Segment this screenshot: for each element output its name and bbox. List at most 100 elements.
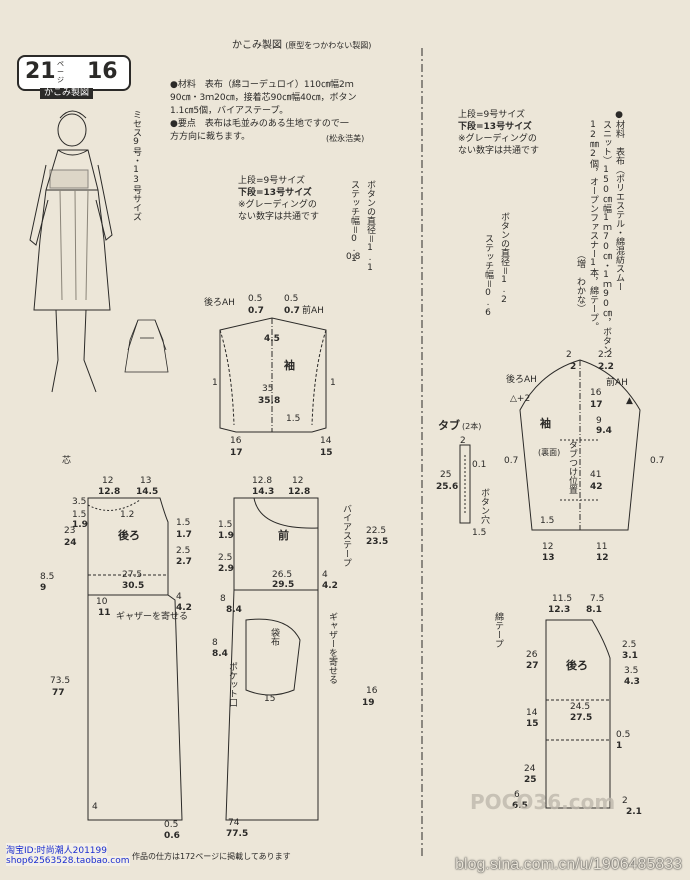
back-right-dim-6: 3.5 bbox=[624, 666, 639, 676]
back-left-dim-9: 1.9 bbox=[72, 520, 88, 530]
back-left-dim-25: 0.5 bbox=[164, 820, 179, 830]
dress-illustration bbox=[29, 110, 113, 393]
grading-note-right-1: 上段=9号サイズ bbox=[458, 110, 525, 120]
back-left-dim-14: 27.5 bbox=[122, 570, 143, 580]
front-left-dim-19: 16 bbox=[366, 686, 378, 696]
button-note-right-2: ステッチ幅＝0.6 bbox=[483, 234, 493, 318]
back-left-dim-19: 11 bbox=[98, 608, 111, 618]
sleeve-right-dim-1: 2 bbox=[570, 362, 577, 372]
front-left-dim-22: 77.5 bbox=[226, 829, 249, 839]
back-left-dim-12: 23 bbox=[64, 526, 76, 536]
front-left-dim-11: 29.5 bbox=[272, 580, 295, 590]
tab-label: タブ bbox=[438, 419, 460, 432]
front-left-dim-4: 1.5 bbox=[218, 520, 233, 530]
back-right-dim-11: 27.5 bbox=[570, 713, 593, 723]
back-right-tape: 綿テープ bbox=[493, 612, 503, 648]
front-left-pocket-mouth: ポケット口 bbox=[227, 662, 237, 707]
front-left-outline bbox=[225, 497, 319, 821]
button-note-left-2: ステッチ幅＝0.1 bbox=[349, 180, 359, 264]
sleeve-right-dim-18: ▲ bbox=[626, 396, 633, 406]
front-left-dim-15: 4.2 bbox=[322, 581, 338, 591]
materials-left-line1: ●材料 表布（綿コーデュロイ）110㎝幅2ｍ bbox=[170, 80, 354, 90]
tab-dim-3: 25.6 bbox=[436, 482, 459, 492]
sleeve-right-dim-3: 2.2 bbox=[598, 362, 614, 372]
tab-count: (2本) bbox=[462, 422, 482, 431]
back-left-dim-5: 1.2 bbox=[120, 510, 135, 520]
size-label-left: ミセス9号・13号サイズ bbox=[131, 110, 141, 221]
sleeve-right-outline bbox=[519, 359, 641, 531]
sleeve-right-fold: (裏面) bbox=[538, 448, 561, 457]
front-left-dim-18: 15 bbox=[264, 694, 276, 704]
back-right-dim-7: 4.3 bbox=[624, 677, 640, 687]
front-left-dim-1: 14.3 bbox=[252, 487, 275, 497]
front-left-dim-5: 1.9 bbox=[218, 531, 234, 541]
materials-right-col4: （増 わかな） bbox=[575, 250, 585, 313]
back-right-dim-16: 24 bbox=[524, 764, 536, 774]
sleeve-left-dim-12: 1 bbox=[212, 378, 218, 388]
sleeve-right-dim-0: 2 bbox=[566, 350, 572, 360]
sleeve-right-dim-2: 2.2 bbox=[598, 350, 613, 360]
front-left-dim-6: 2.5 bbox=[218, 553, 233, 563]
button-note-left-val: 0.8 bbox=[346, 252, 361, 262]
page-header: かこみ製図 (原型をつかわない製図) bbox=[232, 36, 371, 51]
back-left-dim-2: 13 bbox=[140, 476, 152, 486]
back-right-dim-17: 25 bbox=[524, 775, 537, 785]
front-left-dim-17: 8.4 bbox=[212, 649, 228, 659]
sleeve-right-label: 袖 bbox=[540, 417, 551, 430]
tab-dim-4: 1.5 bbox=[472, 528, 487, 538]
back-left-dim-26: 0.6 bbox=[164, 831, 180, 841]
back-left-dim-18: 10 bbox=[96, 597, 108, 607]
sleeve-left-dim-4: 4.5 bbox=[264, 334, 280, 344]
front-left-dim-21: 74 bbox=[228, 818, 240, 828]
back-right-dim-18: 6 bbox=[514, 790, 520, 800]
back-left-dim-21: 4.2 bbox=[176, 603, 192, 613]
sleeve-right-dim-12: 1.5 bbox=[540, 516, 555, 526]
back-right-dim-4: 2.5 bbox=[622, 640, 637, 650]
back-left-dim-17: 9 bbox=[40, 583, 47, 593]
front-left-bias: バイアステープ bbox=[341, 504, 351, 567]
back-left-core: 芯 bbox=[62, 456, 72, 466]
tab-dim-2: 25 bbox=[440, 470, 452, 480]
back-left-dim-7: 1.7 bbox=[176, 530, 192, 540]
materials-right-col2: スニット）150㎝幅1ｍ70㎝・1ｍ90㎝，ボタン bbox=[601, 120, 611, 354]
back-right-dim-20: 2 bbox=[622, 796, 628, 806]
badge-number-left: 21 bbox=[25, 59, 56, 84]
sleeve-right-dim-9: 42 bbox=[590, 482, 603, 492]
sleeve-right-dim-8: 41 bbox=[590, 470, 602, 480]
front-left-pocket: 袋布 bbox=[269, 628, 279, 646]
back-right-dim-21: 2.1 bbox=[626, 807, 642, 817]
sleeve-right-dim-14: 13 bbox=[542, 553, 555, 563]
back-left-dim-10: 2.5 bbox=[176, 546, 191, 556]
sleeve-left-front-ah: 前AH bbox=[302, 306, 324, 316]
grading-note-right-3: ※グレーディングの bbox=[458, 134, 537, 144]
sleeve-right-dim-5: 17 bbox=[590, 400, 603, 410]
back-left-label: 後ろ bbox=[118, 529, 140, 542]
sleeve-right-tab-pos: タブつけ位置 bbox=[567, 440, 577, 494]
badge-sub: ページ bbox=[57, 60, 64, 84]
sleeve-right-dim-6: 9 bbox=[596, 416, 602, 426]
front-left-dim-3: 12.8 bbox=[288, 487, 311, 497]
sleeve-right-dim-4: 16 bbox=[590, 388, 602, 398]
front-left-dim-9: 23.5 bbox=[366, 537, 389, 547]
sleeve-left-dim-7: 1.5 bbox=[286, 414, 301, 424]
sleeve-right-back-ah: 後ろAH bbox=[506, 375, 537, 385]
tab-button-hole: ボタン穴 bbox=[479, 488, 489, 524]
sleeve-left-dim-3: 0.7 bbox=[284, 306, 300, 316]
front-left-dim-10: 26.5 bbox=[272, 570, 293, 580]
back-left-dim-20: 4 bbox=[176, 592, 182, 602]
back-left-dim-16: 8.5 bbox=[40, 572, 55, 582]
back-left-dim-6: 1.5 bbox=[176, 518, 191, 528]
front-left-dim-12: 8 bbox=[220, 594, 226, 604]
sleeve-right-front-ah: 前AH bbox=[606, 378, 628, 388]
back-right-dim-0: 11.5 bbox=[552, 594, 573, 604]
back-right-dim-14: 0.5 bbox=[616, 730, 631, 740]
back-right-dim-2: 7.5 bbox=[590, 594, 605, 604]
grading-note-right-2: 下段=13号サイズ bbox=[458, 122, 532, 132]
back-right-dim-13: 15 bbox=[526, 719, 539, 729]
front-left-dim-0: 12.8 bbox=[252, 476, 273, 486]
tab-dim-0: 2 bbox=[460, 436, 466, 446]
back-right-dim-10: 24.5 bbox=[570, 702, 591, 712]
sleeve-left-dim-8: 16 bbox=[230, 436, 242, 446]
back-right-dim-15: 1 bbox=[616, 741, 623, 751]
back-left-dim-0: 12 bbox=[102, 476, 114, 486]
